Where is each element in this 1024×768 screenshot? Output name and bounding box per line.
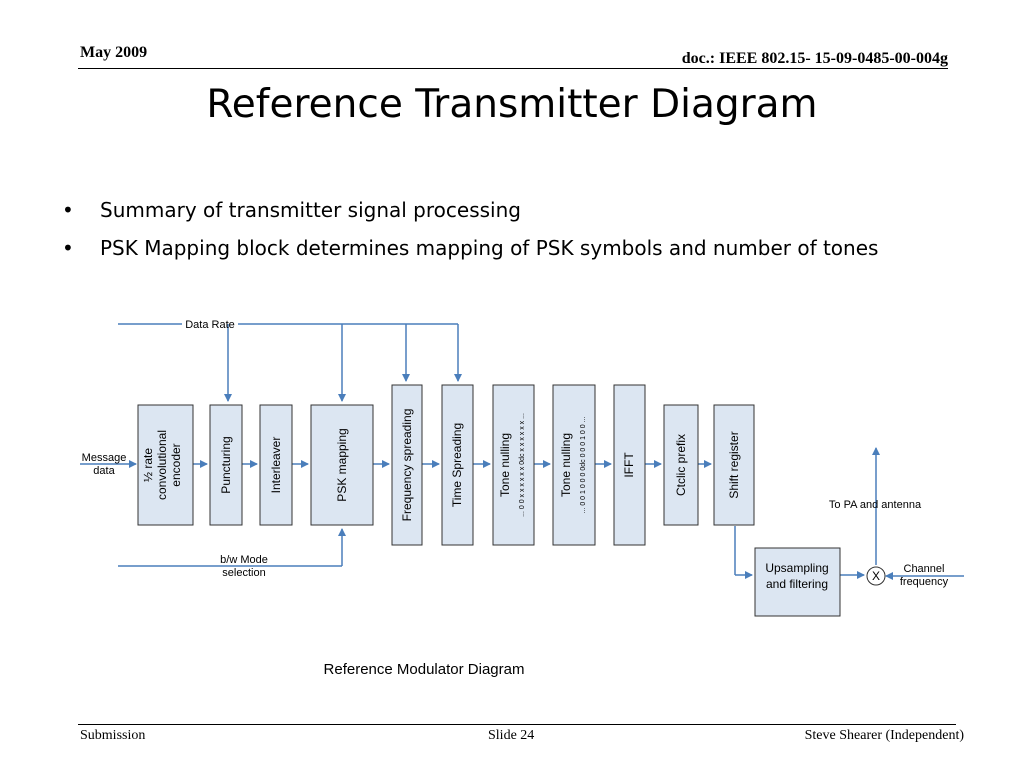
frequency-spreading-label: Frequency spreading bbox=[400, 409, 414, 522]
cyclic-prefix-block bbox=[663, 404, 699, 526]
shift-register-label: Shift register bbox=[727, 431, 741, 498]
footer-slide-number: Slide 24 bbox=[488, 728, 535, 743]
upsampling-block bbox=[754, 547, 841, 617]
interleaver-block bbox=[259, 404, 293, 526]
channel-frequency-label-line1: Channel bbox=[904, 563, 945, 575]
tone-nulling-2-block bbox=[552, 384, 596, 546]
bw-mode-label-line1: b/w Mode bbox=[220, 554, 268, 566]
bullet-list: • Summary of transmitter signal processin… bbox=[60, 194, 910, 270]
tone-nulling-2-pattern: ... 0 0 1 0 0 0 0dc 0 0 0 1 0 0 ... bbox=[580, 416, 587, 513]
footer-author: Steve Shearer (Independent) bbox=[804, 728, 964, 743]
cyclic-prefix-label: Ctclic prefix bbox=[674, 434, 688, 496]
message-data-label-line1: Message bbox=[82, 452, 127, 464]
psk-mapping-block bbox=[310, 404, 374, 526]
tone-nulling-1-block bbox=[492, 384, 535, 546]
message-data-label-line2: data bbox=[93, 465, 115, 477]
upsampling-label-line2: and filtering bbox=[766, 577, 828, 591]
puncturing-block bbox=[209, 404, 243, 526]
encoder-label-line2: convolutional bbox=[155, 430, 169, 500]
frequency-spreading-block bbox=[391, 384, 423, 546]
interleaver-label: Interleaver bbox=[269, 437, 283, 494]
slide-title: Reference Transmitter Diagram bbox=[206, 82, 818, 127]
block-shapes bbox=[137, 384, 886, 617]
mixer-circle bbox=[866, 566, 886, 586]
puncturing-label: Puncturing bbox=[219, 436, 233, 493]
ifft-block bbox=[613, 384, 646, 546]
channel-frequency-label-line2: frequency bbox=[900, 576, 949, 588]
bullet-text: Summary of transmitter signal processing bbox=[100, 198, 521, 222]
header-date: May 2009 bbox=[80, 44, 148, 61]
footer-rule bbox=[78, 724, 956, 725]
bullet-text: PSK Mapping block determines mapping of … bbox=[100, 236, 879, 260]
header-rule bbox=[78, 68, 948, 69]
tone-nulling-2-label: Tone nulling bbox=[559, 433, 573, 497]
data-rate-bus bbox=[118, 323, 462, 402]
data-rate-label: Data Rate bbox=[185, 319, 235, 331]
tone-nulling-1-label: Tone nulling bbox=[498, 433, 512, 497]
psk-mapping-label: PSK mapping bbox=[335, 428, 349, 501]
encoder-block bbox=[137, 404, 194, 526]
time-spreading-label: Time Spreading bbox=[450, 423, 464, 507]
bullet-dot: • bbox=[62, 236, 74, 260]
encoder-label-line3: encoder bbox=[169, 443, 183, 486]
time-spreading-block bbox=[441, 384, 474, 546]
bullet-item: • PSK Mapping block determines mapping of… bbox=[60, 232, 910, 264]
footer-submission: Submission bbox=[80, 728, 146, 743]
encoder-label-line1: ½ rate bbox=[141, 448, 155, 482]
ifft-label: IFFT bbox=[622, 452, 636, 478]
diagram-caption: Reference Modulator Diagram bbox=[324, 661, 525, 678]
mixer-symbol: X bbox=[872, 569, 880, 583]
signal-path-arrows bbox=[80, 447, 964, 580]
upsampling-label-line1: Upsampling bbox=[765, 561, 828, 575]
tone-nulling-1-pattern: ... 0 0 x x x x x x 0dc x x x x x x ... bbox=[519, 413, 526, 517]
header-doc-id: doc.: IEEE 802.15- 15-09-0485-00-004g bbox=[681, 50, 948, 67]
shift-register-block bbox=[713, 404, 755, 526]
bullet-dot: • bbox=[62, 198, 74, 222]
bullet-item: • Summary of transmitter signal processin… bbox=[60, 194, 910, 226]
bw-mode-label-line2: selection bbox=[222, 567, 265, 579]
output-label: To PA and antenna bbox=[829, 499, 922, 511]
